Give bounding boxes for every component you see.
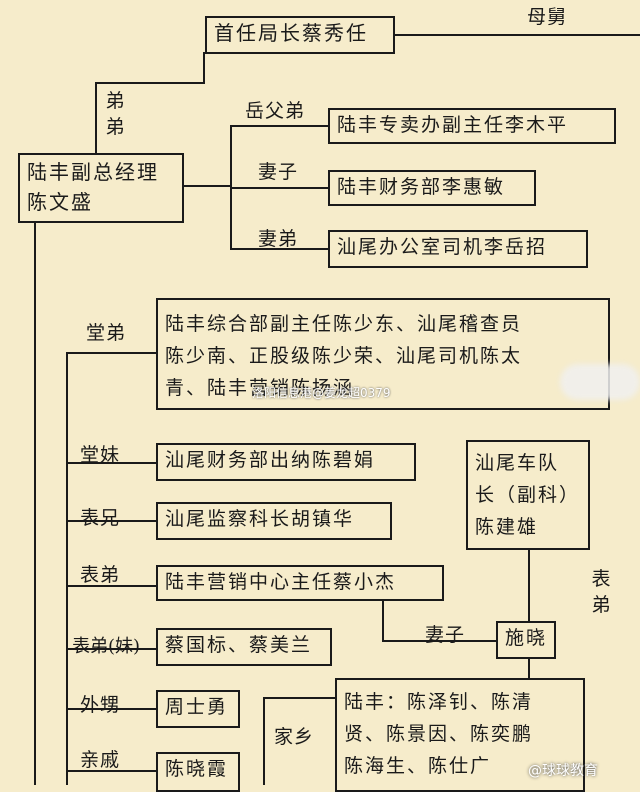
connector: [230, 125, 328, 127]
label-brother: 弟弟: [105, 90, 125, 138]
connector: [95, 82, 97, 154]
connector: [230, 248, 328, 250]
box-li-yuezhao: 汕尾办公室司机李岳招: [328, 230, 588, 268]
watermark-center: 洛阳信息港@姜龙超0379: [252, 386, 391, 400]
tang-line-3: 青、陆丰营销陈扬涵: [165, 377, 355, 399]
central-person-name: 陈文盛: [27, 190, 93, 214]
box-cai-xiaojie: 陆丰营销中心主任蔡小杰: [156, 565, 444, 601]
label-father-in-law-brother: 岳父弟: [245, 100, 306, 122]
connector: [263, 697, 265, 785]
label-nephew: 外甥: [80, 694, 121, 716]
label-younger-cousins-both: 表弟(妹): [72, 636, 141, 657]
connector: [382, 599, 384, 641]
connector: [66, 770, 156, 772]
box-zhou-shiyong: 周士勇: [156, 690, 240, 728]
label-hometown: 家乡: [274, 726, 315, 748]
box-li-muping: 陆丰专卖办副主任李木平: [328, 108, 616, 144]
label-relative: 亲戚: [80, 749, 121, 771]
tang-line-2: 陈少南、正股级陈少荣、汕尾司机陈太: [165, 345, 523, 367]
top-official-box: 首任局长蔡秀任: [205, 16, 395, 54]
connector: [66, 352, 68, 785]
home-line-1: 陆丰：陈泽钊、陈清: [344, 691, 534, 713]
label-wife: 妻子: [258, 161, 299, 183]
connector: [183, 185, 231, 187]
tang-line-1: 陆丰综合部副主任陈少东、汕尾稽查员: [165, 313, 523, 335]
label-cousin-side: 表弟: [591, 568, 611, 616]
box-chen-xiaoxia: 陈晓霞: [156, 752, 240, 792]
connector: [34, 221, 36, 785]
label-wife-2: 妻子: [425, 624, 466, 646]
label-mother-brother: 母舅: [527, 6, 568, 28]
connector: [66, 585, 156, 587]
box-cai-brothers: 蔡国标、蔡美兰: [156, 628, 332, 666]
connector: [395, 34, 640, 36]
fleet-line-1: 汕尾车队: [475, 452, 560, 474]
connector: [263, 697, 335, 699]
connector: [382, 640, 496, 642]
connector: [66, 352, 156, 354]
watermark-corner: @球球教育: [528, 763, 598, 779]
box-hometown-group: 陆丰：陈泽钊、陈清 贤、陈景因、陈奕鹏 陈海生、陈仕广: [335, 678, 585, 792]
label-cousin-male: 堂弟: [86, 322, 127, 344]
home-line-3: 陈海生、陈仕广: [344, 755, 492, 777]
box-hu-zhenhua: 汕尾监察科长胡镇华: [156, 502, 392, 540]
fleet-line-2: 长（副科）: [475, 484, 581, 506]
connector: [203, 52, 205, 84]
box-li-huimin: 陆丰财务部李惠敏: [328, 170, 536, 206]
label-older-cousin: 表兄: [80, 507, 121, 529]
box-shi-xiao: 施晓: [496, 621, 556, 659]
fleet-line-3: 陈建雄: [475, 516, 539, 538]
box-chen-bijuan: 汕尾财务部出纳陈碧娟: [156, 443, 416, 481]
label-cousin-female: 堂妹: [80, 444, 121, 466]
connector: [66, 648, 156, 650]
connector: [230, 187, 328, 189]
connector: [95, 82, 203, 84]
smudge-overlay: [560, 364, 640, 400]
connector: [66, 708, 156, 710]
central-person-title: 陆丰副总经理: [27, 160, 159, 184]
home-line-2: 贤、陈景因、陈奕鹏: [344, 723, 534, 745]
label-wife-brother: 妻弟: [258, 228, 299, 250]
connector: [66, 520, 156, 522]
label-younger-cousin: 表弟: [80, 564, 121, 586]
box-fleet-chief: 汕尾车队 长（副科） 陈建雄: [466, 440, 590, 550]
central-person-box: 陆丰副总经理 陈文盛: [18, 153, 184, 223]
connector: [66, 462, 156, 464]
box-tang-cousins: 陆丰综合部副主任陈少东、汕尾稽查员 陈少南、正股级陈少荣、汕尾司机陈太 青、陆丰…: [156, 298, 610, 410]
